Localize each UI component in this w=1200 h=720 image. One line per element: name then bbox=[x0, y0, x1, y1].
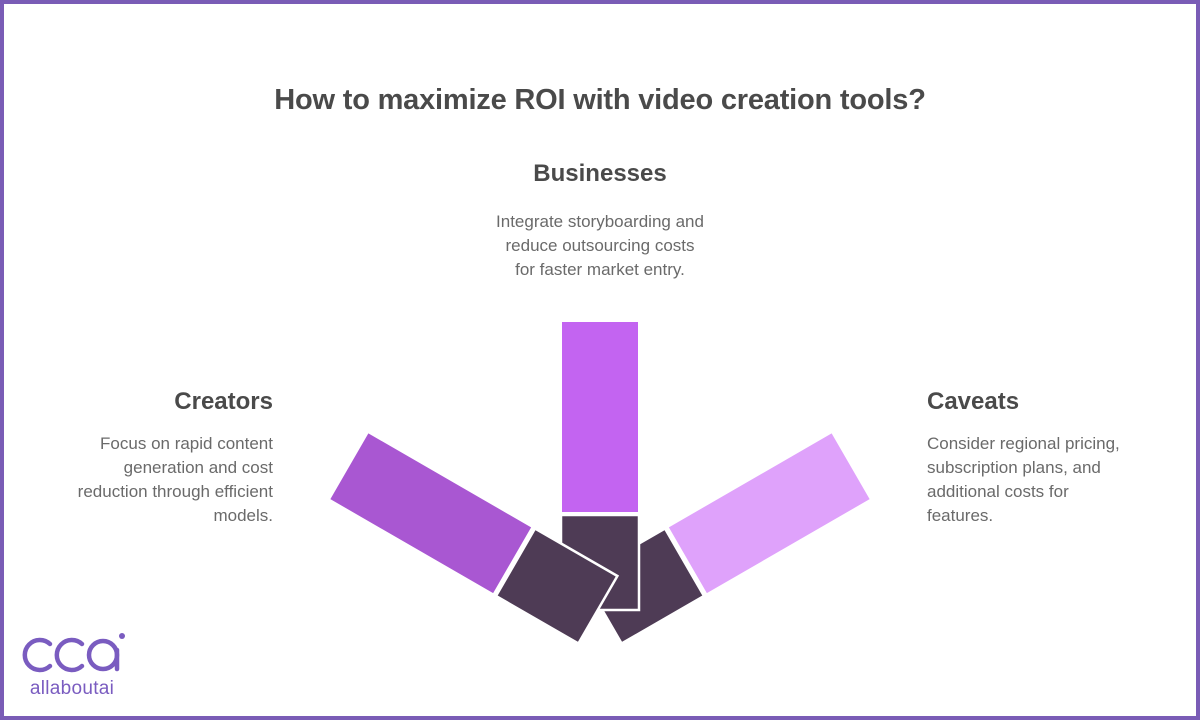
diagram-title: How to maximize ROI with video creation … bbox=[274, 84, 926, 116]
caveats-desc-line: subscription plans, and bbox=[927, 458, 1101, 477]
caveats-heading: Caveats bbox=[927, 388, 1020, 415]
creators-heading: Creators bbox=[174, 388, 273, 415]
businesses-desc-line: Integrate storyboarding and bbox=[496, 212, 704, 231]
creators-desc-line: Focus on rapid content bbox=[100, 434, 273, 453]
creators-bar bbox=[327, 430, 534, 596]
businesses-desc-line: for faster market entry. bbox=[515, 260, 685, 279]
caveats-desc-line: additional costs for bbox=[927, 482, 1069, 501]
logo-mark-icon bbox=[22, 633, 125, 673]
logo-text: allaboutai bbox=[29, 678, 115, 699]
businesses-heading: Businesses bbox=[533, 160, 667, 187]
businesses-description: Integrate storyboarding and reduce outso… bbox=[400, 210, 800, 282]
caveats-desc-line: features. bbox=[927, 506, 994, 525]
caveats-desc-line: Consider regional pricing, bbox=[927, 434, 1120, 453]
creators-desc-line: generation and cost bbox=[123, 458, 273, 477]
caveats-description: Consider regional pricing, subscription … bbox=[927, 432, 1177, 528]
businesses-desc-line: reduce outsourcing costs bbox=[505, 236, 695, 255]
creators-desc-line: reduction through efficient bbox=[77, 482, 273, 501]
creators-base-square bbox=[494, 526, 620, 646]
creators-desc-line: models. bbox=[213, 506, 273, 525]
creators-description: Focus on rapid content generation and co… bbox=[20, 432, 273, 528]
caveats-bar bbox=[666, 430, 873, 596]
allaboutai-logo: allaboutai bbox=[20, 630, 130, 705]
businesses-bar bbox=[560, 320, 640, 514]
